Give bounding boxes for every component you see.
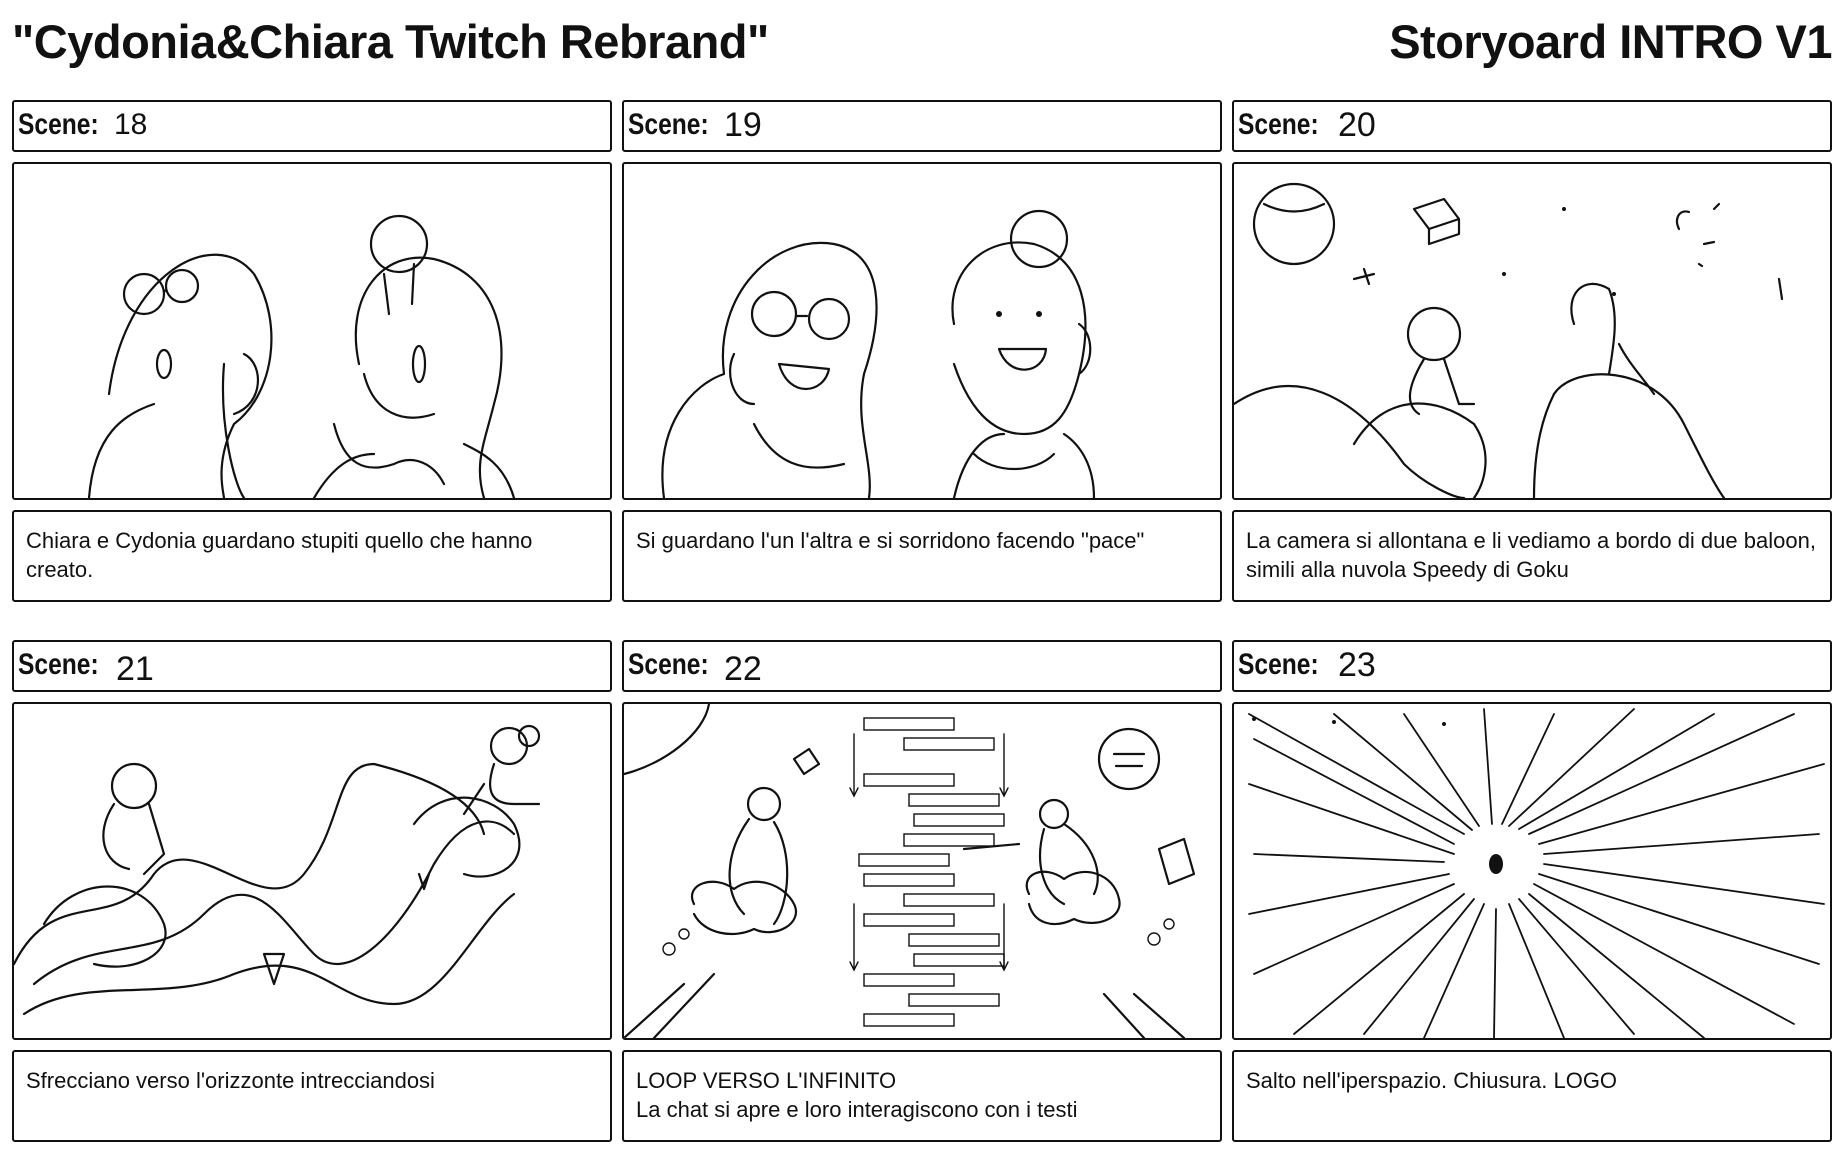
- scene-description-text: Chiara e Cydonia guardano stupiti quello…: [26, 528, 533, 582]
- scene-header: Scene: 23: [1232, 640, 1832, 692]
- sketch-intertwining-trails: [14, 724, 541, 1016]
- scene-label: Scene:: [628, 108, 709, 141]
- scene-number: 19: [724, 106, 762, 144]
- scene-header: Scene: 18: [12, 100, 612, 152]
- sketch-characters-on-balloons: [1234, 182, 1784, 498]
- scene-header: Scene: 21: [12, 640, 612, 692]
- scene-description: La camera si allontana e li vediamo a bo…: [1232, 510, 1832, 602]
- scene-number: 21: [116, 650, 154, 688]
- sketch-frame-20: [1232, 162, 1832, 500]
- scene-header: Scene: 22: [622, 640, 1222, 692]
- sketch-frame-23: [1232, 702, 1832, 1040]
- scene-number: 18: [114, 108, 148, 141]
- storyboard-grid: Scene: 18: [12, 100, 1836, 1145]
- sketch-frame-21: [12, 702, 612, 1040]
- sketch-two-characters-surprised: [87, 214, 516, 498]
- sketch-two-characters-smiling: [661, 209, 1096, 498]
- scene-description: Sfrecciano verso l'orizzonte intrecciand…: [12, 1050, 612, 1142]
- sketch-frame-18: [12, 162, 612, 500]
- scene-header: Scene: 20: [1232, 100, 1832, 152]
- sketch-frame-22: [622, 702, 1222, 1040]
- sketch-chat-loop: [624, 704, 1196, 1038]
- scene-description: Salto nell'iperspazio. Chiusura. LOGO: [1232, 1050, 1832, 1142]
- scene-description: Chiara e Cydonia guardano stupiti quello…: [12, 510, 612, 602]
- storyboard-title: "Cydonia&Chiara Twitch Rebrand": [12, 15, 769, 68]
- scene-description-text: LOOP VERSO L'INFINITO La chat si apre e …: [636, 1068, 1078, 1122]
- scene-description: Si guardano l'un l'altra e si sorridono …: [622, 510, 1222, 602]
- scene-description-text: Si guardano l'un l'altra e si sorridono …: [636, 528, 1145, 553]
- scene-number: 22: [724, 650, 762, 688]
- scene-description-text: La camera si allontana e li vediamo a bo…: [1246, 528, 1816, 582]
- sketch-hyperspace-burst: [1248, 708, 1825, 1038]
- scene-number: 23: [1338, 646, 1376, 684]
- scene-header: Scene: 19: [622, 100, 1222, 152]
- scene-label: Scene:: [18, 648, 99, 681]
- storyboard-version: Storyoard INTRO V1: [1389, 15, 1832, 68]
- scene-label: Scene:: [1238, 108, 1319, 141]
- scene-label: Scene:: [18, 108, 99, 141]
- scene-label: Scene:: [628, 648, 709, 681]
- scene-label: Scene:: [1238, 648, 1319, 681]
- scene-description-text: Salto nell'iperspazio. Chiusura. LOGO: [1246, 1068, 1618, 1093]
- scene-number: 20: [1338, 106, 1376, 144]
- sketch-frame-19: [622, 162, 1222, 500]
- scene-description-text: Sfrecciano verso l'orizzonte intrecciand…: [26, 1068, 435, 1093]
- scene-description: LOOP VERSO L'INFINITO La chat si apre e …: [622, 1050, 1222, 1142]
